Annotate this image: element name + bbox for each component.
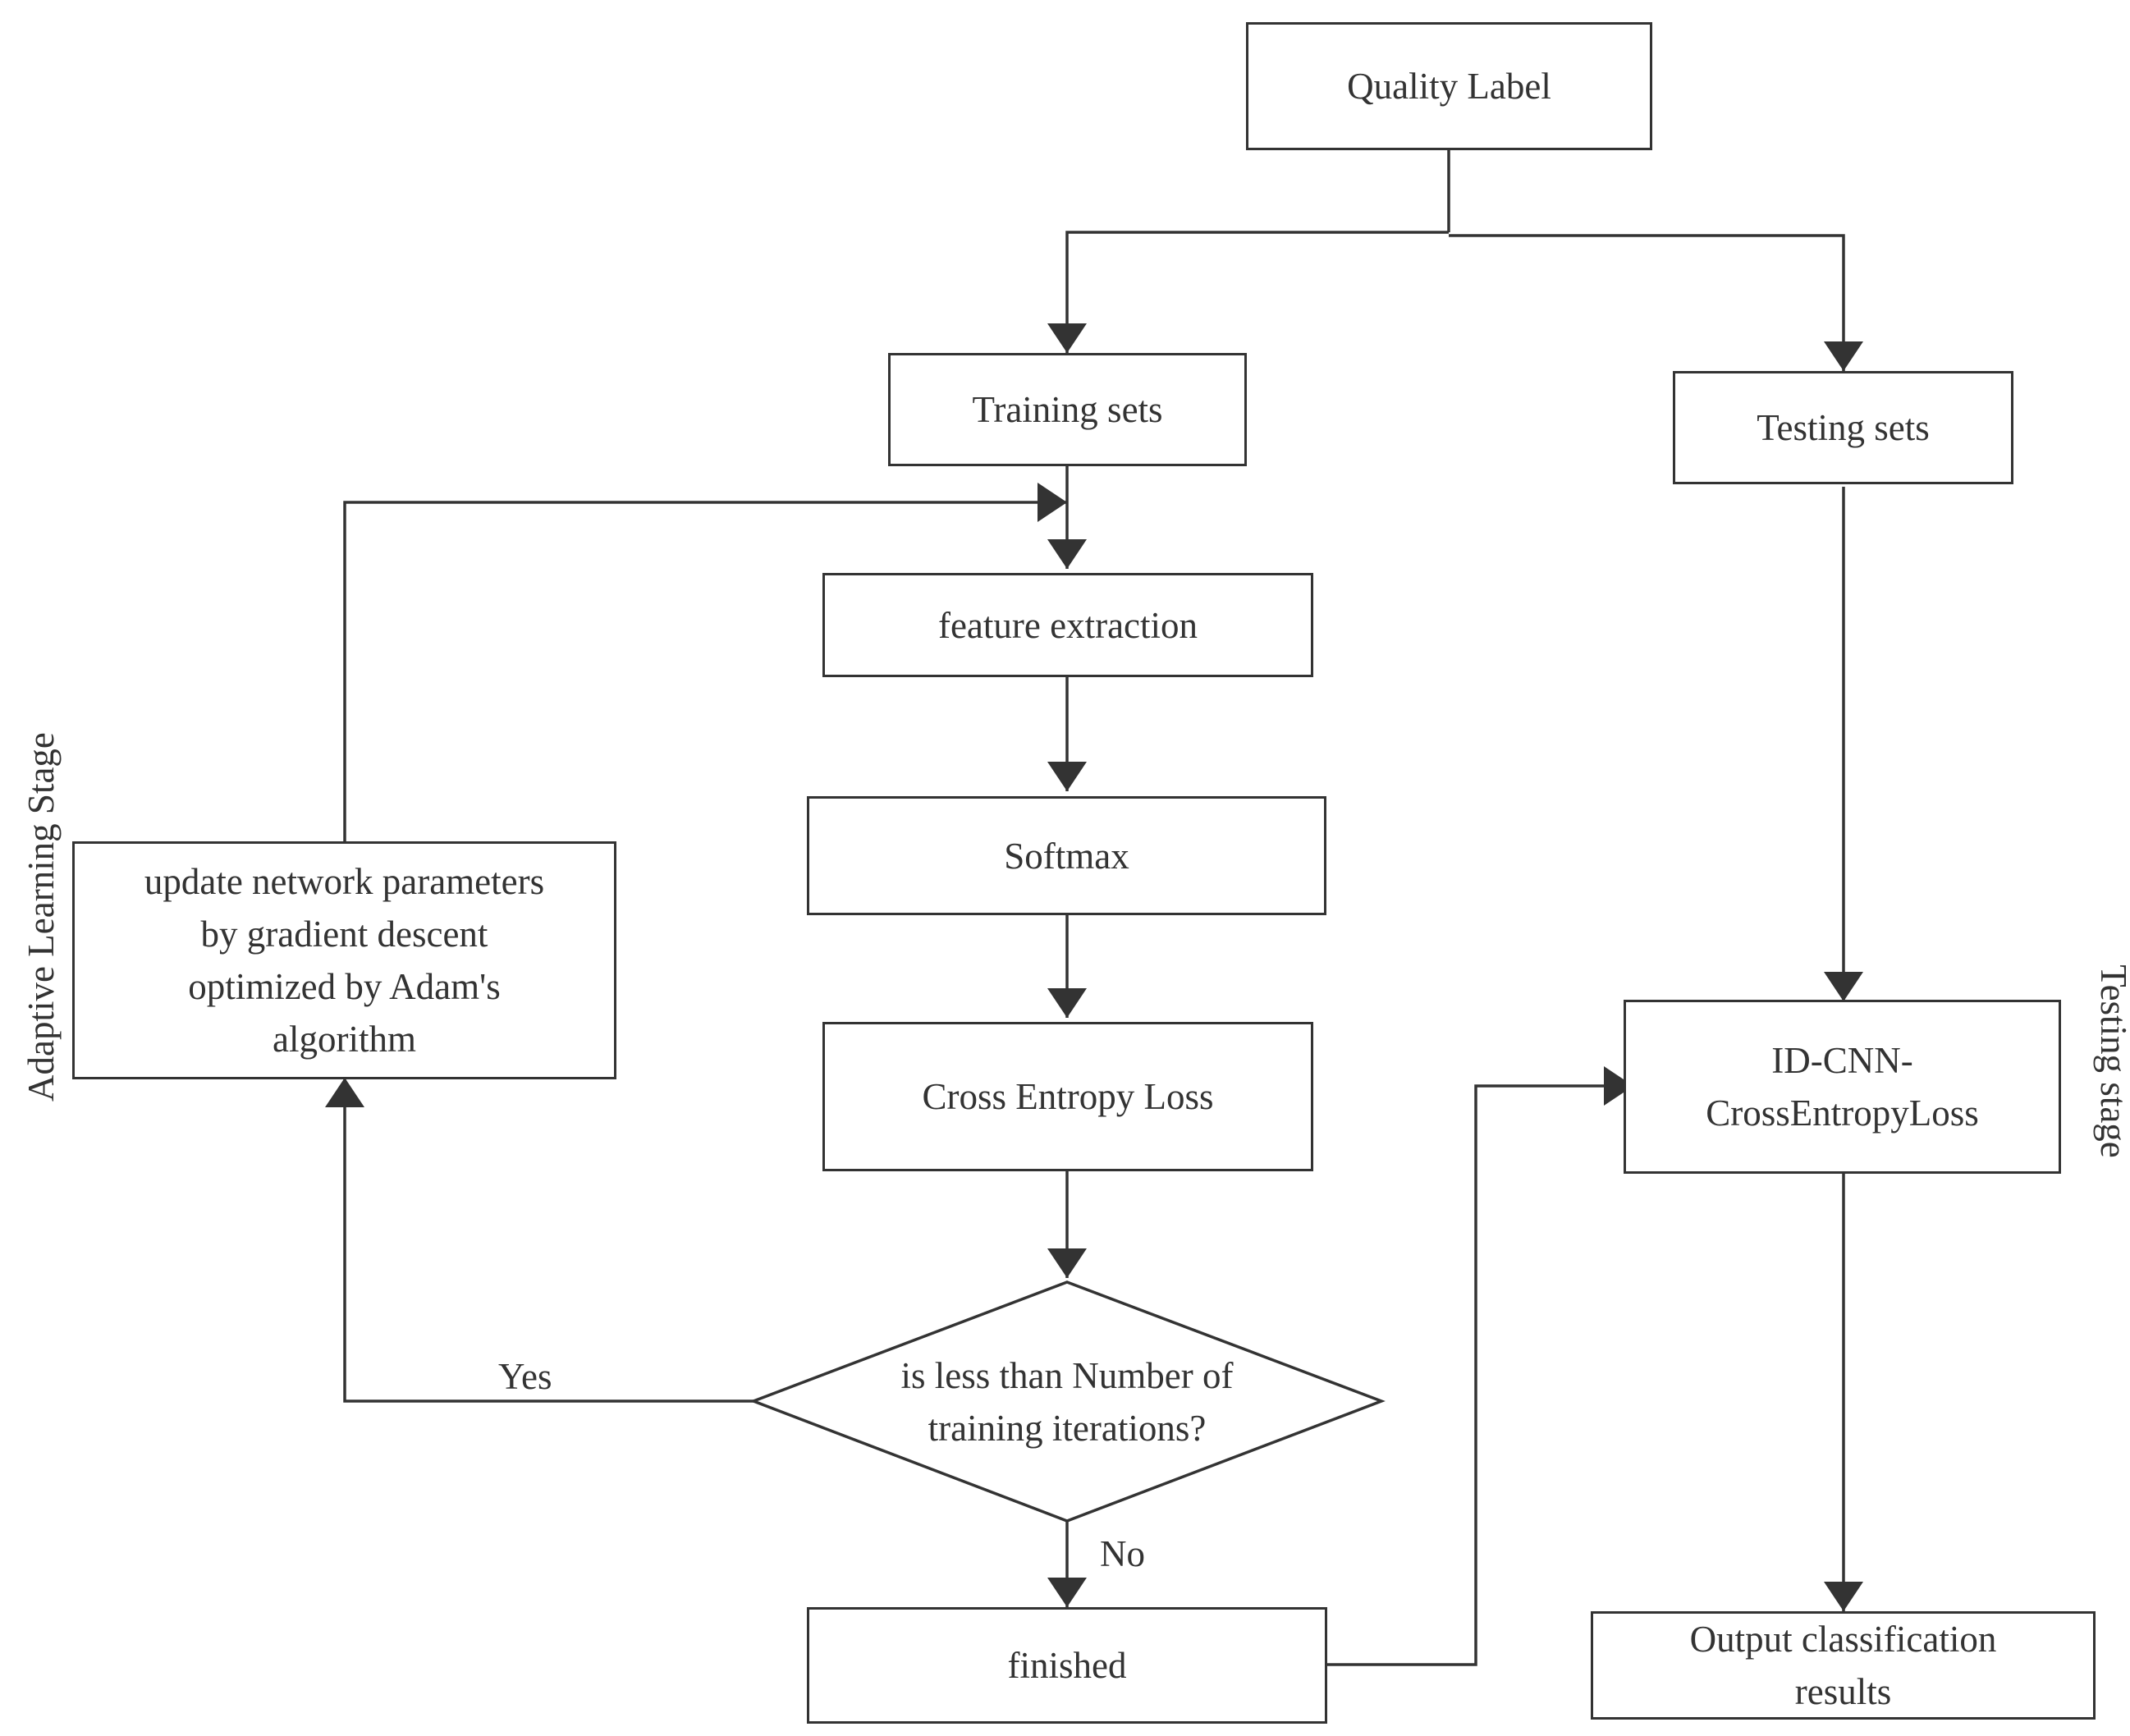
- edge-decision-yes-to-update: [325, 1078, 754, 1403]
- edge-update-loop-back: [343, 483, 1067, 841]
- decision-text: is less than Number of training iteratio…: [821, 1323, 1313, 1481]
- cross-entropy-loss-text: Cross Entropy Loss: [922, 1076, 1214, 1117]
- softmax-text: Softmax: [1004, 835, 1129, 877]
- testing-sets-text: Testing sets: [1757, 407, 1930, 448]
- update-params-line3: optimized by Adam's: [188, 966, 501, 1007]
- cross-entropy-loss-node: Cross Entropy Loss: [822, 1022, 1313, 1171]
- finished-text: finished: [1007, 1645, 1127, 1686]
- edge-label-no: No: [1100, 1533, 1145, 1574]
- stage-label-adaptive: Adaptive Learning Stage: [21, 732, 62, 1102]
- decision-line1: is less than Number of: [900, 1355, 1234, 1396]
- softmax-node: Softmax: [807, 796, 1326, 915]
- quality-label-node: Quality Label: [1246, 22, 1652, 150]
- stage-label-testing: Testing stage: [2093, 964, 2130, 1158]
- update-params-node: update network parameters by gradient de…: [72, 841, 616, 1079]
- feature-extraction-node: feature extraction: [822, 573, 1313, 677]
- feature-extraction-text: feature extraction: [937, 604, 1198, 646]
- training-sets-text: Training sets: [972, 389, 1163, 430]
- output-line2: results: [1794, 1671, 1892, 1712]
- testing-sets-node: Testing sets: [1673, 371, 2013, 484]
- edge-finished-to-model: [1327, 1066, 1633, 1666]
- update-params-line2: by gradient descent: [200, 914, 488, 955]
- edge-split-to-testing: [1449, 234, 1863, 371]
- update-params-line4: algorithm: [273, 1019, 416, 1060]
- output-line1: Output classification: [1689, 1619, 1997, 1660]
- decision-line2: training iterations?: [928, 1408, 1207, 1449]
- edge-label-yes: Yes: [498, 1356, 552, 1397]
- model-line1: ID-CNN-: [1771, 1040, 1913, 1081]
- decision-diamond: [749, 1280, 1386, 1523]
- edge-split-to-training: [1047, 231, 1449, 353]
- output-node: Output classification results: [1591, 1611, 2096, 1720]
- model-node: ID-CNN- CrossEntropyLoss: [1624, 1000, 2061, 1174]
- model-line2: CrossEntropyLoss: [1706, 1092, 1979, 1134]
- finished-node: finished: [807, 1607, 1327, 1724]
- quality-label-text: Quality Label: [1347, 66, 1551, 107]
- training-sets-node: Training sets: [888, 353, 1247, 466]
- update-params-line1: update network parameters: [144, 861, 545, 902]
